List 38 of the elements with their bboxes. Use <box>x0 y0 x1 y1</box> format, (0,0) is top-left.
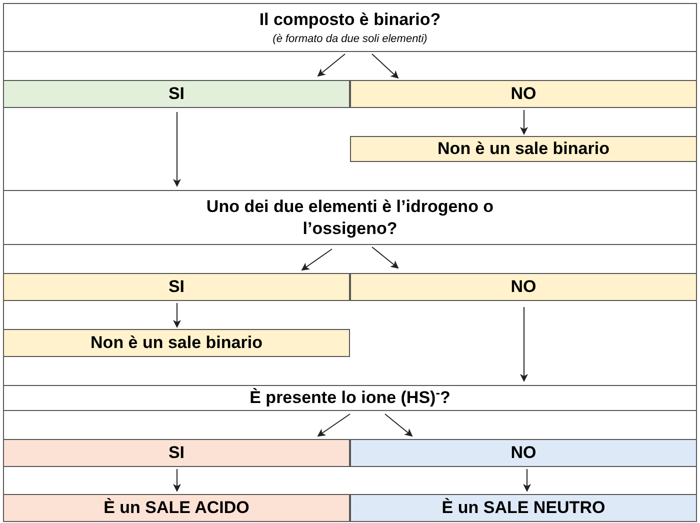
answer-text: Non è un sale binario <box>90 332 262 354</box>
arrow <box>523 468 531 492</box>
answer-box <box>3 439 350 467</box>
note-text: (è formato da due soli elementi) <box>272 32 428 46</box>
arrow <box>384 414 413 437</box>
answer-box <box>350 273 697 301</box>
arrow <box>317 414 350 437</box>
arrow <box>520 110 528 135</box>
answer-box <box>3 273 350 301</box>
arrow <box>301 248 332 271</box>
answer-text: NO <box>510 442 536 464</box>
arrow <box>520 306 528 382</box>
answer-text: NO <box>510 83 536 105</box>
question-box <box>3 385 697 411</box>
result-box <box>3 494 350 522</box>
arrow <box>173 302 181 328</box>
result-box <box>350 136 697 162</box>
question-box <box>3 190 697 245</box>
answer-text: SI <box>168 442 185 464</box>
arrow <box>317 54 346 77</box>
question-text: È presente lo ione (HS)$^{-}$? <box>250 387 450 409</box>
answer-text: È un SALE NEUTRO <box>442 497 606 519</box>
answer-text: È un SALE ACIDO <box>104 497 250 519</box>
result-box <box>350 494 697 522</box>
answer-box <box>350 80 697 108</box>
answer-text: SI <box>168 83 185 105</box>
answer-box <box>350 439 697 467</box>
answer-text: SI <box>168 276 185 298</box>
arrow <box>372 54 399 79</box>
answer-text: Non è un sale binario <box>438 138 610 160</box>
result-box <box>3 329 350 357</box>
answer-text: NO <box>510 276 536 298</box>
question-text: Uno dei due elementi è l’idrogeno o l’ossigeno? <box>205 196 495 239</box>
arrow <box>173 468 181 492</box>
question-text: Il composto è binario? <box>259 8 441 30</box>
answer-box <box>3 80 350 108</box>
arrow <box>173 112 181 187</box>
arrow <box>372 246 399 269</box>
